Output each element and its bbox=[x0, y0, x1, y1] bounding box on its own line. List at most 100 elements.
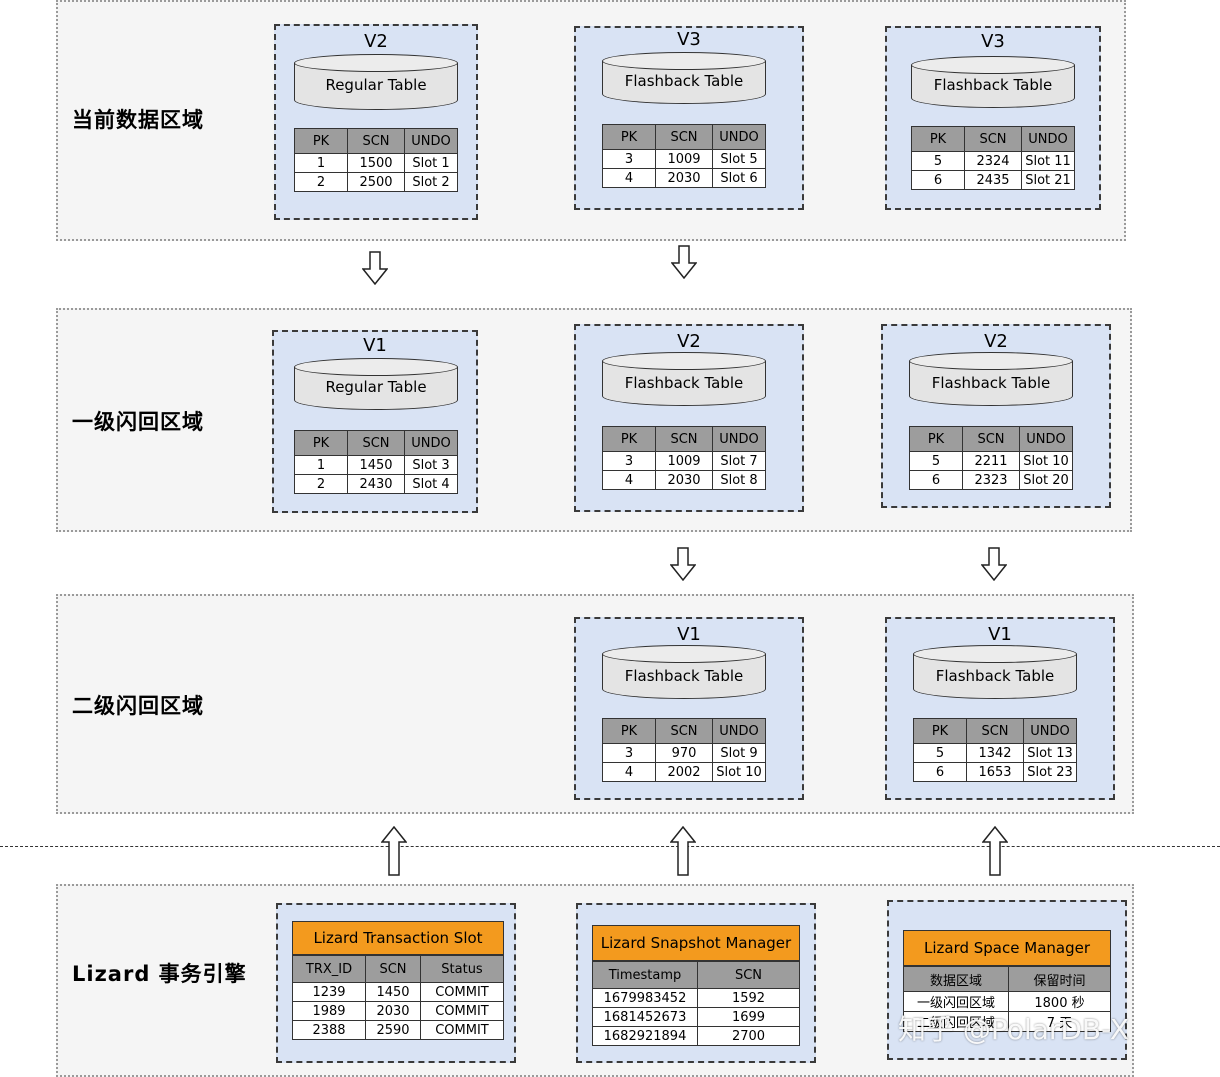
table-cell: 4 bbox=[602, 762, 656, 782]
column-header: UNDO bbox=[712, 426, 766, 452]
table-cell: 970 bbox=[655, 743, 713, 763]
table-cell: 4 bbox=[602, 168, 656, 188]
table-cell: 1681452673 bbox=[592, 1007, 698, 1027]
column-header: UNDO bbox=[712, 718, 766, 744]
table-cell: Slot 6 bbox=[712, 168, 766, 188]
table-cell: 2388 bbox=[292, 1020, 366, 1040]
table-cell: 2211 bbox=[962, 451, 1020, 471]
table-cell: COMMIT bbox=[420, 1020, 504, 1040]
table-cell: 5 bbox=[909, 451, 963, 471]
table-cell: 5 bbox=[911, 151, 965, 171]
table-name: Flashback Table bbox=[624, 374, 744, 392]
table-cell: Slot 1 bbox=[404, 153, 458, 173]
version-label: V2 bbox=[364, 31, 388, 52]
column-header: SCN bbox=[365, 955, 421, 983]
table-cell: 1679983452 bbox=[592, 988, 698, 1008]
column-header: UNDO bbox=[712, 124, 766, 150]
table-cell: 2 bbox=[294, 474, 348, 494]
column-header: Timestamp bbox=[592, 961, 698, 989]
table-cell: Slot 23 bbox=[1023, 762, 1077, 782]
column-header: SCN bbox=[655, 718, 713, 744]
version-label: V1 bbox=[988, 624, 1012, 645]
table-cell: 7 天 bbox=[1008, 1011, 1111, 1032]
column-header: SCN bbox=[347, 430, 405, 456]
database-cylinder-icon: Flashback Table bbox=[911, 56, 1075, 108]
up-arrow-icon bbox=[670, 826, 696, 876]
down-arrow-icon bbox=[362, 251, 388, 285]
table-cell: 2323 bbox=[962, 470, 1020, 490]
table-cell: Slot 9 bbox=[712, 743, 766, 763]
column-header: 数据区域 bbox=[903, 966, 1009, 992]
database-cylinder-icon: Regular Table bbox=[294, 358, 458, 410]
table-name: Flashback Table bbox=[933, 76, 1053, 94]
table-cell: Slot 5 bbox=[712, 149, 766, 169]
table-cell: 1592 bbox=[697, 988, 800, 1008]
table-cell: COMMIT bbox=[420, 1001, 504, 1021]
column-header: UNDO bbox=[1019, 426, 1073, 452]
column-header: SCN bbox=[697, 961, 800, 989]
table-cell: Slot 20 bbox=[1019, 470, 1073, 490]
table-cell: 5 bbox=[913, 743, 967, 763]
col-header-scn: SCN bbox=[347, 128, 405, 154]
column-header: SCN bbox=[966, 718, 1024, 744]
column-header: SCN bbox=[655, 426, 713, 452]
table-cell: 1682921894 bbox=[592, 1026, 698, 1046]
version-label: V3 bbox=[677, 29, 701, 50]
column-header: Status bbox=[420, 955, 504, 983]
version-label: V2 bbox=[677, 331, 701, 352]
engine-title: Lizard Snapshot Manager bbox=[592, 925, 800, 961]
table-cell: 1342 bbox=[966, 743, 1024, 763]
column-header: PK bbox=[909, 426, 963, 452]
table-cell: Slot 13 bbox=[1023, 743, 1077, 763]
table-cell: 2590 bbox=[365, 1020, 421, 1040]
column-header: UNDO bbox=[404, 430, 458, 456]
table-cell: 2030 bbox=[655, 168, 713, 188]
database-cylinder-icon: Flashback Table bbox=[602, 352, 766, 406]
table-cell: 1009 bbox=[655, 149, 713, 169]
version-label: V1 bbox=[677, 624, 701, 645]
table-cell: 2030 bbox=[365, 1001, 421, 1021]
table-cell: 2700 bbox=[697, 1026, 800, 1046]
table-name: Flashback Table bbox=[931, 374, 1051, 392]
table-cell: 1450 bbox=[365, 982, 421, 1002]
table-cell: Slot 3 bbox=[404, 455, 458, 475]
column-header: PK bbox=[294, 430, 348, 456]
table-cell: 4 bbox=[602, 470, 656, 490]
database-cylinder-icon: Flashback Table bbox=[909, 352, 1073, 406]
table-cell: COMMIT bbox=[420, 982, 504, 1002]
column-header: UNDO bbox=[1023, 718, 1077, 744]
column-header: PK bbox=[602, 718, 656, 744]
table-cell: 6 bbox=[909, 470, 963, 490]
table-cell: 2430 bbox=[347, 474, 405, 494]
table-cell: Slot 11 bbox=[1021, 151, 1075, 171]
